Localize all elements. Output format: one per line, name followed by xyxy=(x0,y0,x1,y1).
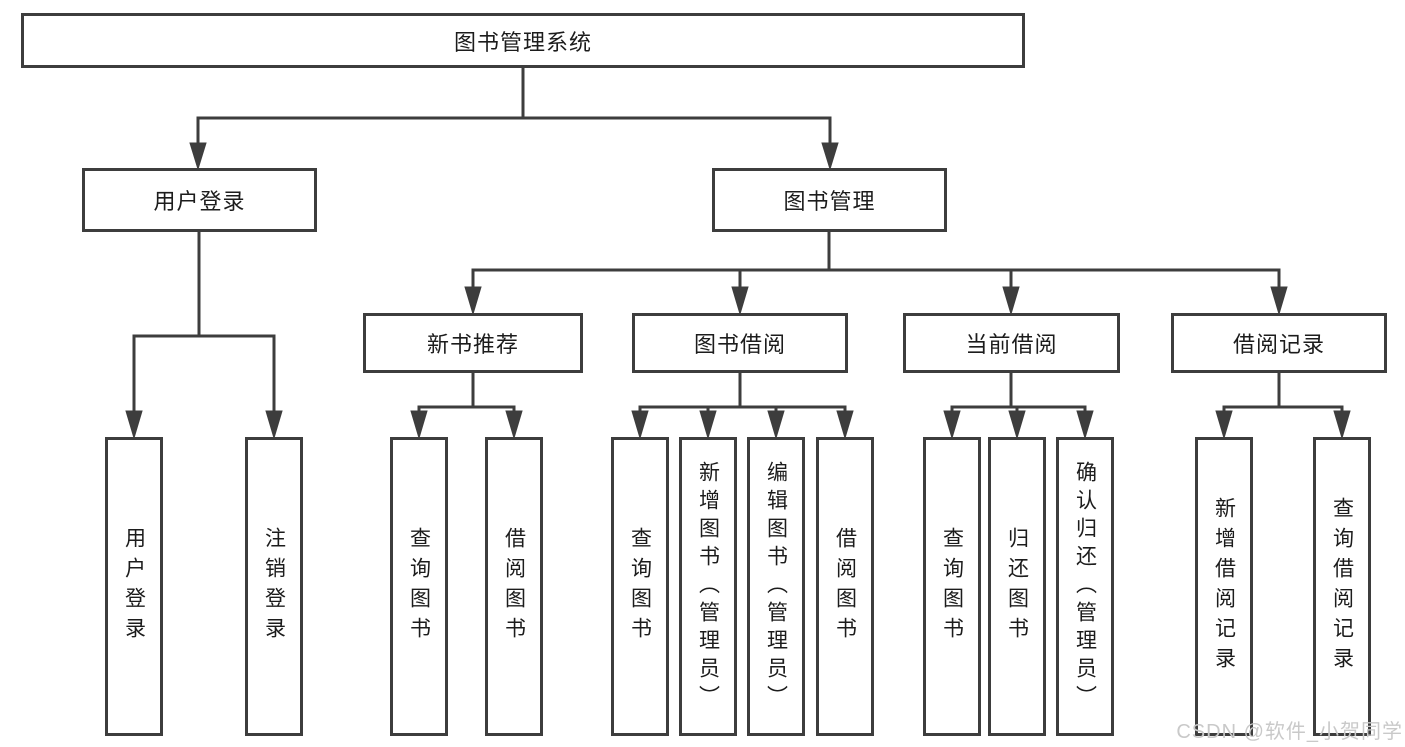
node-current-borrow: 当前借阅 xyxy=(903,313,1120,373)
leaf-user-login: 用户登录 xyxy=(105,437,163,736)
csdn-watermark: CSDN @软件_小贺同学 xyxy=(1176,721,1403,743)
connector-book-management-to-level3 xyxy=(464,232,1288,316)
connector-current-borrow-to-leaves xyxy=(943,373,1094,440)
leaf-borrow-borrow-book: 借阅图书 xyxy=(816,437,874,736)
node-book-borrow: 图书借阅 xyxy=(632,313,848,373)
leaf-records-query-record: 查询借阅记录 xyxy=(1313,437,1371,736)
connector-new-book-recommend-to-leaves xyxy=(410,373,523,440)
leaf-borrow-add-book-admin: 新增图书（管理员） xyxy=(679,437,737,736)
leaf-recommend-borrow-book: 借阅图书 xyxy=(485,437,543,736)
node-user-login: 用户登录 xyxy=(82,168,317,232)
leaf-current-confirm-return-admin: 确认归还（管理员） xyxy=(1056,437,1114,736)
leaf-logout-login: 注销登录 xyxy=(245,437,303,736)
leaf-borrow-query-book: 查询图书 xyxy=(611,437,669,736)
connector-user-login-to-leaves xyxy=(125,232,283,440)
connector-root-to-level2 xyxy=(189,68,839,171)
node-new-book-recommend: 新书推荐 xyxy=(363,313,583,373)
node-book-management: 图书管理 xyxy=(712,168,947,232)
node-library-system: 图书管理系统 xyxy=(21,13,1025,68)
leaf-current-return-book: 归还图书 xyxy=(988,437,1046,736)
leaf-recommend-query-book: 查询图书 xyxy=(390,437,448,736)
node-borrow-records: 借阅记录 xyxy=(1171,313,1387,373)
leaf-records-add-record: 新增借阅记录 xyxy=(1195,437,1253,736)
connector-borrow-records-to-leaves xyxy=(1215,373,1351,440)
connector-book-borrow-to-leaves xyxy=(631,373,854,440)
leaf-borrow-edit-book-admin: 编辑图书（管理员） xyxy=(747,437,805,736)
leaf-current-query-book: 查询图书 xyxy=(923,437,981,736)
